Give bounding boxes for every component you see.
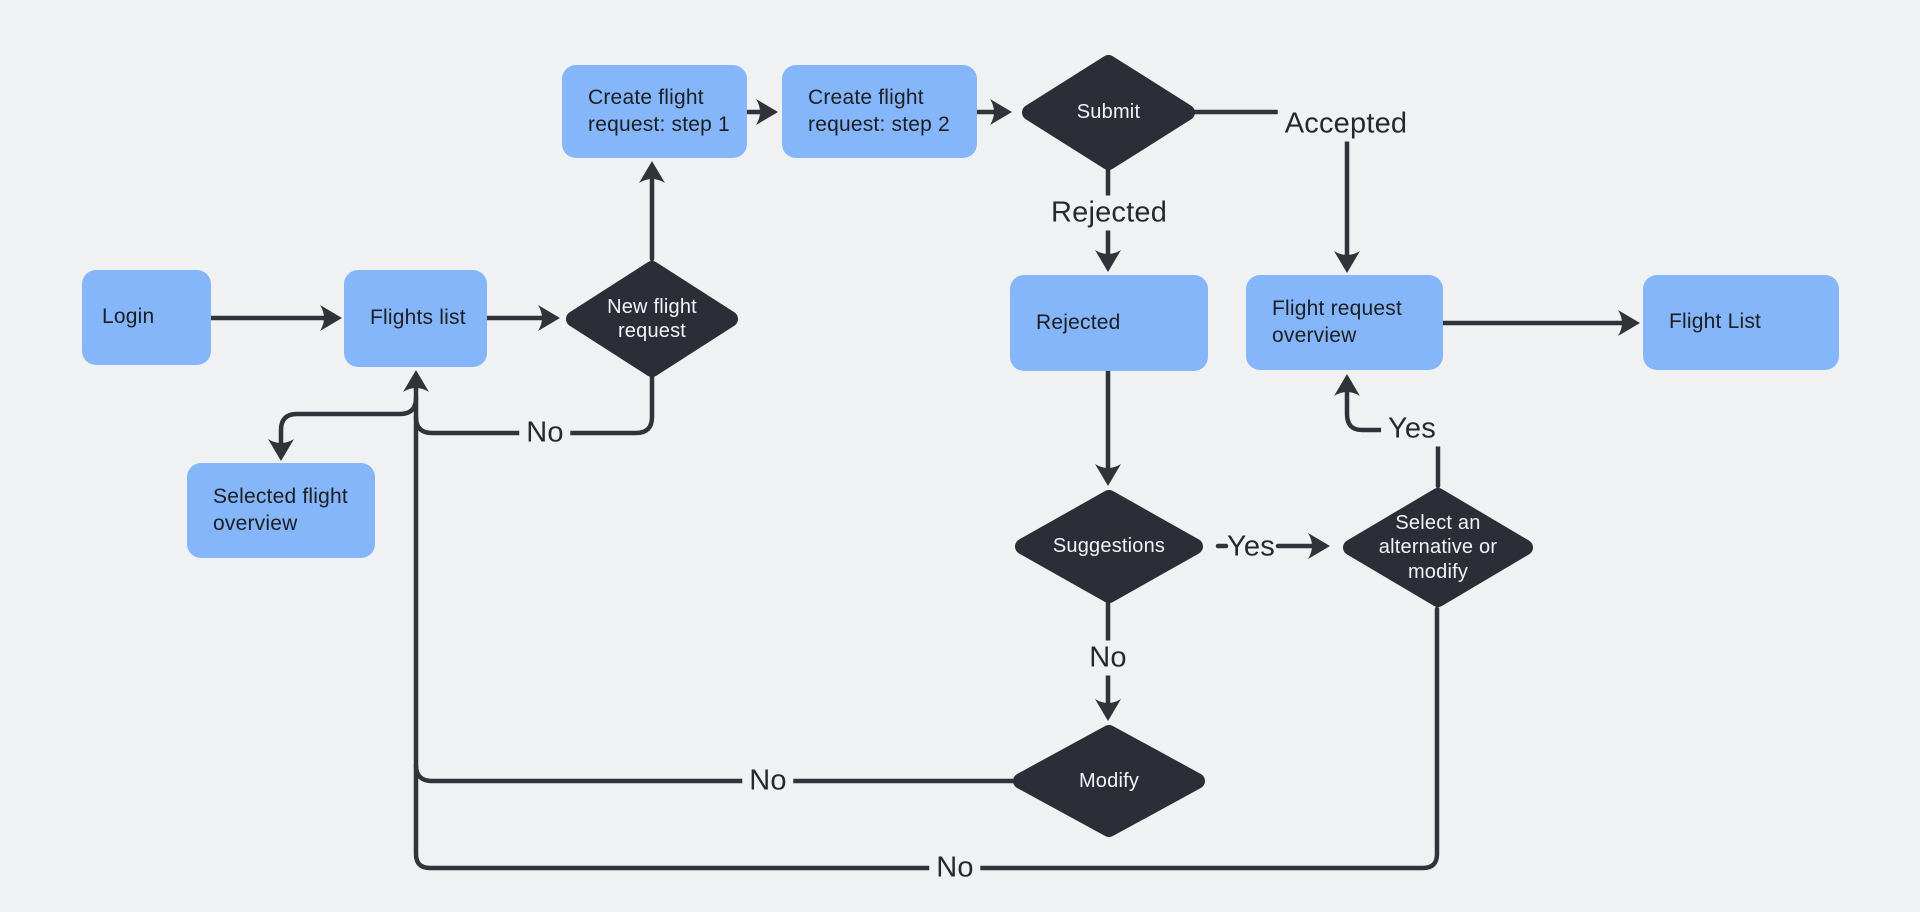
decision-suggestions[interactable]: Suggestions xyxy=(1015,490,1203,603)
edge-label-no-new-flight[interactable]: No xyxy=(519,415,571,451)
node-flight-list-label: Flight List xyxy=(1669,310,1762,334)
node-selected-flight-overview[interactable]: Selected flight overview xyxy=(187,463,375,558)
edge-label-accepted[interactable]: Accepted xyxy=(1277,106,1415,142)
node-flights-list[interactable]: Flights list xyxy=(344,270,487,367)
decision-select-alternative-label: Select an alternative or modify xyxy=(1378,511,1498,583)
edge-modify-no xyxy=(413,762,1016,784)
node-create-flight-request-step-2[interactable]: Create flight request: step 2 xyxy=(782,65,977,158)
diamond-shape xyxy=(566,261,738,377)
decision-new-flight-request[interactable]: New flight request xyxy=(566,261,738,377)
node-flight-request-overview[interactable]: Flight request overview xyxy=(1246,275,1443,370)
diamond-shape xyxy=(1022,55,1195,170)
decision-submit-label: Submit xyxy=(1076,101,1141,124)
node-step2-label: Create flight request: step 2 xyxy=(808,85,950,136)
node-create-flight-request-step-1[interactable]: Create flight request: step 1 xyxy=(562,65,747,158)
edge-return-trunk xyxy=(413,385,1440,871)
edge-label-no-modify[interactable]: No xyxy=(742,763,794,799)
diamond-shape xyxy=(1013,725,1205,837)
node-flights-list-label: Flights list xyxy=(370,306,466,330)
edge-label-yes-to-overview[interactable]: Yes xyxy=(1381,411,1443,447)
decision-new-flight-request-label: New flight request xyxy=(607,295,697,342)
decision-select-alternative[interactable]: Select an alternative or modify xyxy=(1343,488,1533,607)
edge-new-flight-request-no xyxy=(413,374,655,436)
node-flight-list[interactable]: Flight List xyxy=(1643,275,1839,370)
edge-label-no-select-alternative[interactable]: No xyxy=(929,850,981,886)
diamond-shape xyxy=(1015,490,1203,603)
decision-modify[interactable]: Modify xyxy=(1013,725,1205,837)
node-step1-label: Create flight request: step 1 xyxy=(588,85,730,136)
edge-flights-list-to-selected-overview xyxy=(278,395,419,446)
edge-label-rejected[interactable]: Rejected xyxy=(1043,195,1175,231)
node-flight-request-overview-label: Flight request overview xyxy=(1272,296,1403,347)
decision-submit[interactable]: Submit xyxy=(1022,55,1195,170)
node-login-label: Login xyxy=(102,305,155,329)
decision-modify-label: Modify xyxy=(1078,769,1140,792)
node-rejected[interactable]: Rejected xyxy=(1010,275,1208,371)
node-selected-flight-overview-label: Selected flight overview xyxy=(213,484,348,535)
diamond-shape xyxy=(1343,488,1533,607)
edge-label-yes-to-select[interactable]: Yes xyxy=(1227,530,1275,563)
node-rejected-label: Rejected xyxy=(1036,310,1121,334)
decision-suggestions-label: Suggestions xyxy=(1052,535,1166,558)
node-login[interactable]: Login xyxy=(82,270,211,365)
edge-label-no-suggestions[interactable]: No xyxy=(1082,640,1134,676)
